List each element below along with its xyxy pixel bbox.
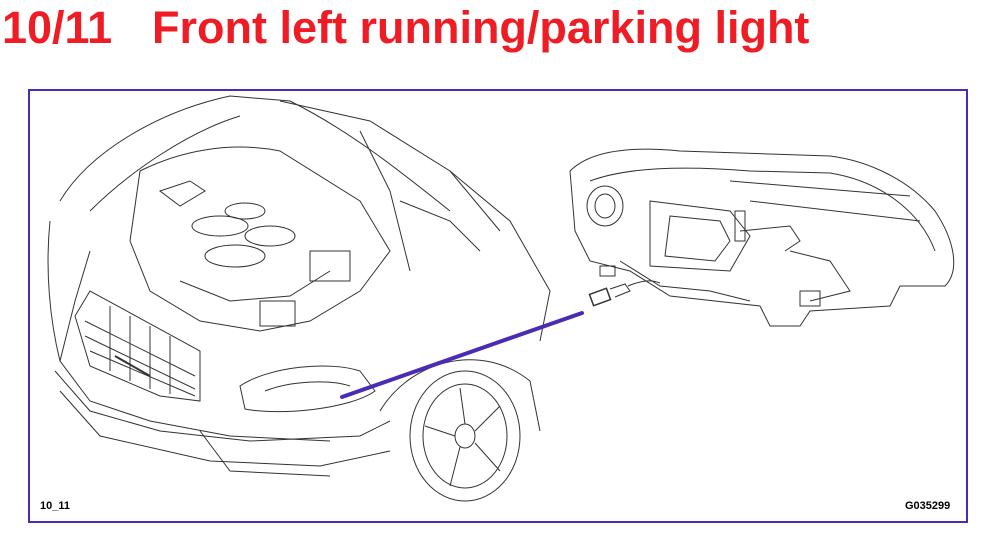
section-number: 10/11 bbox=[2, 2, 113, 53]
page-title: 10/11 Front left running/parking light bbox=[2, 0, 809, 56]
illustration-frame bbox=[28, 89, 968, 523]
headlamp-assembly-illustration bbox=[569, 148, 955, 327]
section-title: Front left running/parking light bbox=[152, 2, 810, 53]
car-illustration bbox=[47, 95, 551, 502]
illustration-svg bbox=[47, 95, 955, 502]
pointer-line bbox=[340, 311, 584, 399]
figure-ref-right: G035299 bbox=[905, 500, 951, 512]
figure-ref-left: 10_11 bbox=[40, 500, 70, 512]
